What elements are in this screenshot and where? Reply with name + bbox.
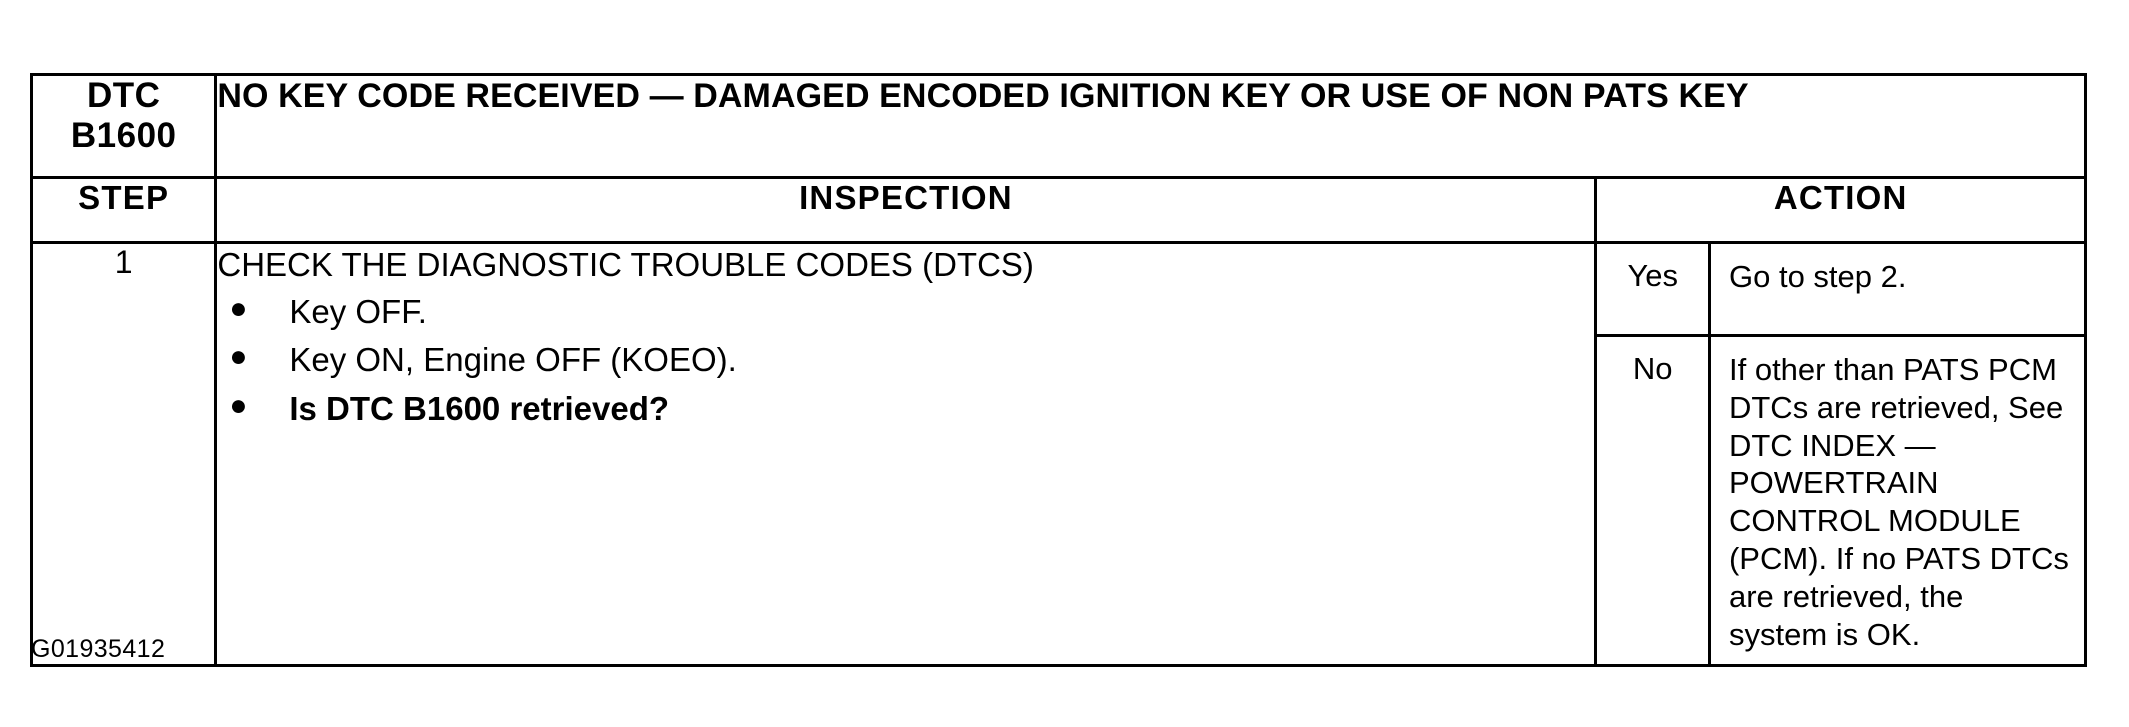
list-item-label: Key ON, Engine OFF (KOEO). <box>289 341 737 379</box>
list-item-label: Is DTC B1600 retrieved? <box>289 389 670 427</box>
column-header-action: ACTION <box>1594 176 2087 244</box>
bullet-icon: ● <box>229 388 248 422</box>
action-row-yes: Yes Go to step 2. <box>1597 244 2084 337</box>
step-number-cell: 1 <box>29 241 218 667</box>
list-item: ● Is DTC B1600 retrieved? <box>217 389 1594 429</box>
action-row-no: No If other than PATS PCM DTCs are retri… <box>1597 335 2084 664</box>
action-text-no: If other than PATS PCM DTCs are retrieve… <box>1709 335 2084 664</box>
figure-reference-code: G01935412 <box>31 635 166 663</box>
dtc-title-cell: NO KEY CODE RECEIVED — DAMAGED ENCODED I… <box>214 73 2087 179</box>
action-text-yes: Go to step 2. <box>1709 244 2084 337</box>
bullet-icon: ● <box>229 291 248 325</box>
list-item: ● Key ON, Engine OFF (KOEO). <box>217 340 1594 380</box>
dtc-diagnostic-table: DTC B1600 NO KEY CODE RECEIVED — DAMAGED… <box>29 73 2087 667</box>
list-item: ● Key OFF. <box>217 292 1594 332</box>
bullet-icon: ● <box>229 340 248 374</box>
answer-label-yes: Yes <box>1597 244 1711 337</box>
table-header-row: STEP INSPECTION ACTION <box>29 176 2087 244</box>
inspection-heading: CHECK THE DIAGNOSTIC TROUBLE CODES (DTCS… <box>217 246 1034 283</box>
table-row: 1 CHECK THE DIAGNOSTIC TROUBLE CODES (DT… <box>29 241 2087 667</box>
inspection-cell: CHECK THE DIAGNOSTIC TROUBLE CODES (DTCS… <box>214 241 1598 667</box>
table-title-row: DTC B1600 NO KEY CODE RECEIVED — DAMAGED… <box>29 73 2087 179</box>
column-header-step: STEP <box>29 176 218 244</box>
dtc-code-cell: DTC B1600 <box>29 73 218 179</box>
inspection-bullet-list: ● Key OFF. ● Key ON, Engine OFF (KOEO). … <box>217 292 1594 429</box>
list-item-label: Key OFF. <box>289 292 427 330</box>
column-header-inspection: INSPECTION <box>214 176 1598 244</box>
action-answer-table: Yes Go to step 2. No If other than PATS … <box>1597 244 2084 664</box>
action-cell: Yes Go to step 2. No If other than PATS … <box>1594 241 2087 667</box>
answer-label-no: No <box>1597 335 1711 664</box>
